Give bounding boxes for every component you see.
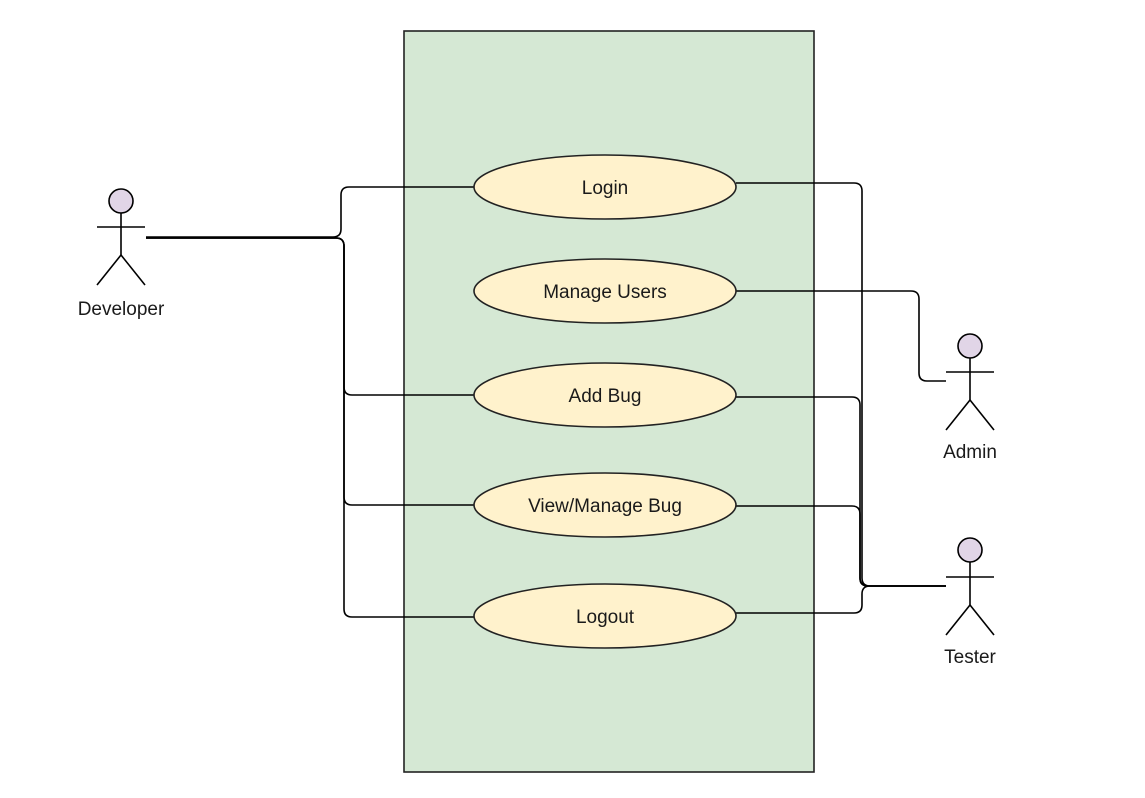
use-case-logout-shape [473,583,737,649]
use-case-view-manage-bug-shape [473,472,737,538]
actor-admin[interactable]: Admin [943,333,997,463]
association-developer-logout [146,237,474,618]
association-developer-login [146,186,474,238]
use-case-login-label: Login [582,178,629,199]
association-admin-manage-users [736,290,946,382]
stick-figure-icon [96,213,146,286]
use-case-login[interactable]: Login [473,154,737,220]
actor-tester[interactable]: Tester [944,537,997,668]
use-case-login-shape [473,154,737,220]
use-case-add-bug-label: Add Bug [569,386,642,407]
use-case-add-bug[interactable]: Add Bug [473,362,737,428]
associations [146,182,946,618]
actor-admin-label: Admin [943,442,997,463]
stick-figure-icon [945,562,995,636]
use-case-logout[interactable]: Logout [473,583,737,649]
actor-developer-label: Developer [78,299,165,320]
use-case-manage-users[interactable]: Manage Users [473,258,737,324]
stick-figure-icon [945,358,995,431]
actor-tester-label: Tester [944,647,996,668]
use-case-view-manage-bug-label: View/Manage Bug [528,496,682,517]
use-case-logout-label: Logout [576,607,635,628]
actor-tester-head [957,537,983,563]
use-cases: Login Manage Users Add Bug View/Manage B… [473,154,737,649]
actors: Developer Admin Tester [78,188,997,668]
use-case-manage-users-label: Manage Users [543,282,667,303]
actor-developer[interactable]: Developer [78,188,165,320]
actor-developer-head [108,188,134,214]
use-case-manage-users-shape [473,258,737,324]
actor-admin-head [957,333,983,359]
association-tester-logout [736,585,946,614]
association-tester-view-manage-bug [736,505,946,587]
use-case-add-bug-shape [473,362,737,428]
use-case-view-manage-bug[interactable]: View/Manage Bug [473,472,737,538]
